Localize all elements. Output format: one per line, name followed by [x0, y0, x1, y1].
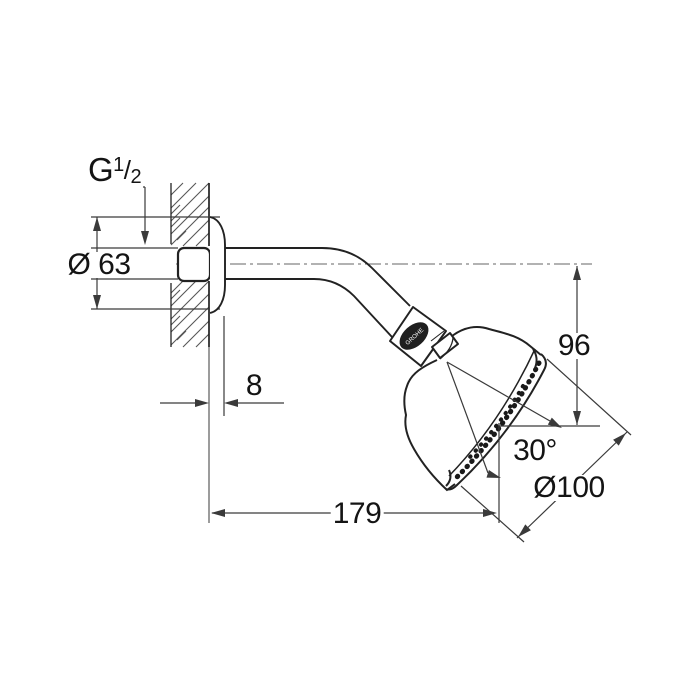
drop-height-label: 96 — [555, 329, 593, 362]
escutcheon-diameter-dimension — [91, 216, 220, 310]
thread-size-label: G1/2 — [86, 148, 144, 194]
escutcheon-depth-dimension — [160, 316, 284, 416]
wall-section — [170, 183, 210, 523]
escutcheon-diameter-label: Ø 63 — [65, 248, 133, 281]
spray-angle-label: 30° — [511, 434, 559, 467]
escutcheon-depth-label: 8 — [243, 369, 265, 402]
wall-hatch — [170, 182, 210, 348]
reach-label: 179 — [330, 497, 384, 530]
escutcheon — [209, 216, 226, 314]
brand-logo: GROHE — [399, 322, 429, 350]
shower-head — [403, 326, 547, 492]
shower-arm — [225, 247, 411, 338]
concealed-pipe-fitting — [176, 246, 212, 283]
drop-height-dimension — [499, 266, 600, 427]
head-diameter-label: Ø100 — [531, 471, 607, 504]
arm-fitting: GROHE — [389, 306, 459, 367]
spray-angle-dimension — [446, 361, 562, 523]
